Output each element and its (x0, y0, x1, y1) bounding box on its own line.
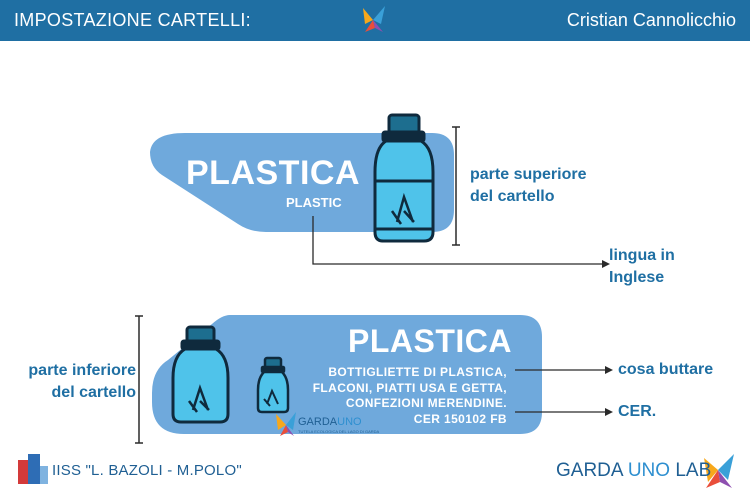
bottom-sign-title: PLASTICA (348, 323, 512, 359)
what-to-throw-label: cosa buttare (618, 361, 714, 378)
bottle-icon (373, 113, 435, 243)
school-logo-icon (18, 454, 48, 484)
desc-line-1: BOTTIGLIETTE DI PLASTICA, (328, 365, 507, 379)
brand-part-c: LAB (670, 460, 712, 481)
author-name: Cristian Cannolicchio (566, 10, 736, 30)
top-sign-title: PLASTICA (186, 154, 360, 192)
english-line2: Inglese (609, 269, 665, 286)
logo-accent: UNO (337, 416, 362, 428)
english-pointer-line (312, 216, 602, 265)
english-line1: lingua in (609, 247, 675, 264)
large-bottle-icon (171, 325, 230, 424)
brand-part-b: UNO (627, 460, 671, 481)
butterfly-logo-icon (363, 6, 385, 32)
header-bar: IMPOSTAZIONE CARTELLI: Cristian Cannolic… (0, 0, 750, 41)
lower-part-line2: del cartello (51, 384, 136, 401)
upper-part-line1: parte superiore (470, 166, 587, 183)
page-title: IMPOSTAZIONE CARTELLI: (14, 10, 251, 30)
garda-uno-mark-icon (276, 412, 296, 436)
logo-main: GARDA (298, 416, 338, 428)
upper-part-line2: del cartello (470, 188, 555, 205)
garda-uno-tagline: TUTELA ECOLOGICA DEL LAGO DI GARDA (298, 429, 380, 434)
bottom-sign-description: BOTTIGLIETTE DI PLASTICA, FLACONI, PIATT… (300, 365, 507, 427)
small-bottle-icon (256, 356, 290, 414)
lower-part-line1: parte inferiore (28, 362, 136, 379)
bottom-sign-shape (152, 315, 542, 434)
desc-line-3: CONFEZIONI MERENDINE. (345, 396, 507, 410)
garda-uno-logo-text: GARDAUNO (298, 416, 362, 428)
brand-part-a: GARDA (556, 460, 628, 481)
cer-label: CER. (618, 403, 657, 420)
footer-butterfly-icon (704, 454, 734, 488)
english-label: lingua in Inglese (609, 245, 675, 289)
top-sign-subtitle: PLASTIC (286, 195, 342, 210)
desc-line-2: FLACONI, PIATTI USA E GETTA, (312, 380, 507, 395)
garda-uno-lab-brand: GARDA UNO LAB (556, 460, 711, 482)
lower-part-label: parte inferiore del cartello (24, 360, 136, 404)
school-name: IISS "L. BAZOLI - M.POLO" (52, 462, 242, 479)
upper-part-label: parte superiore del cartello (470, 164, 586, 208)
desc-line-4: CER 150102 FB (413, 411, 507, 426)
